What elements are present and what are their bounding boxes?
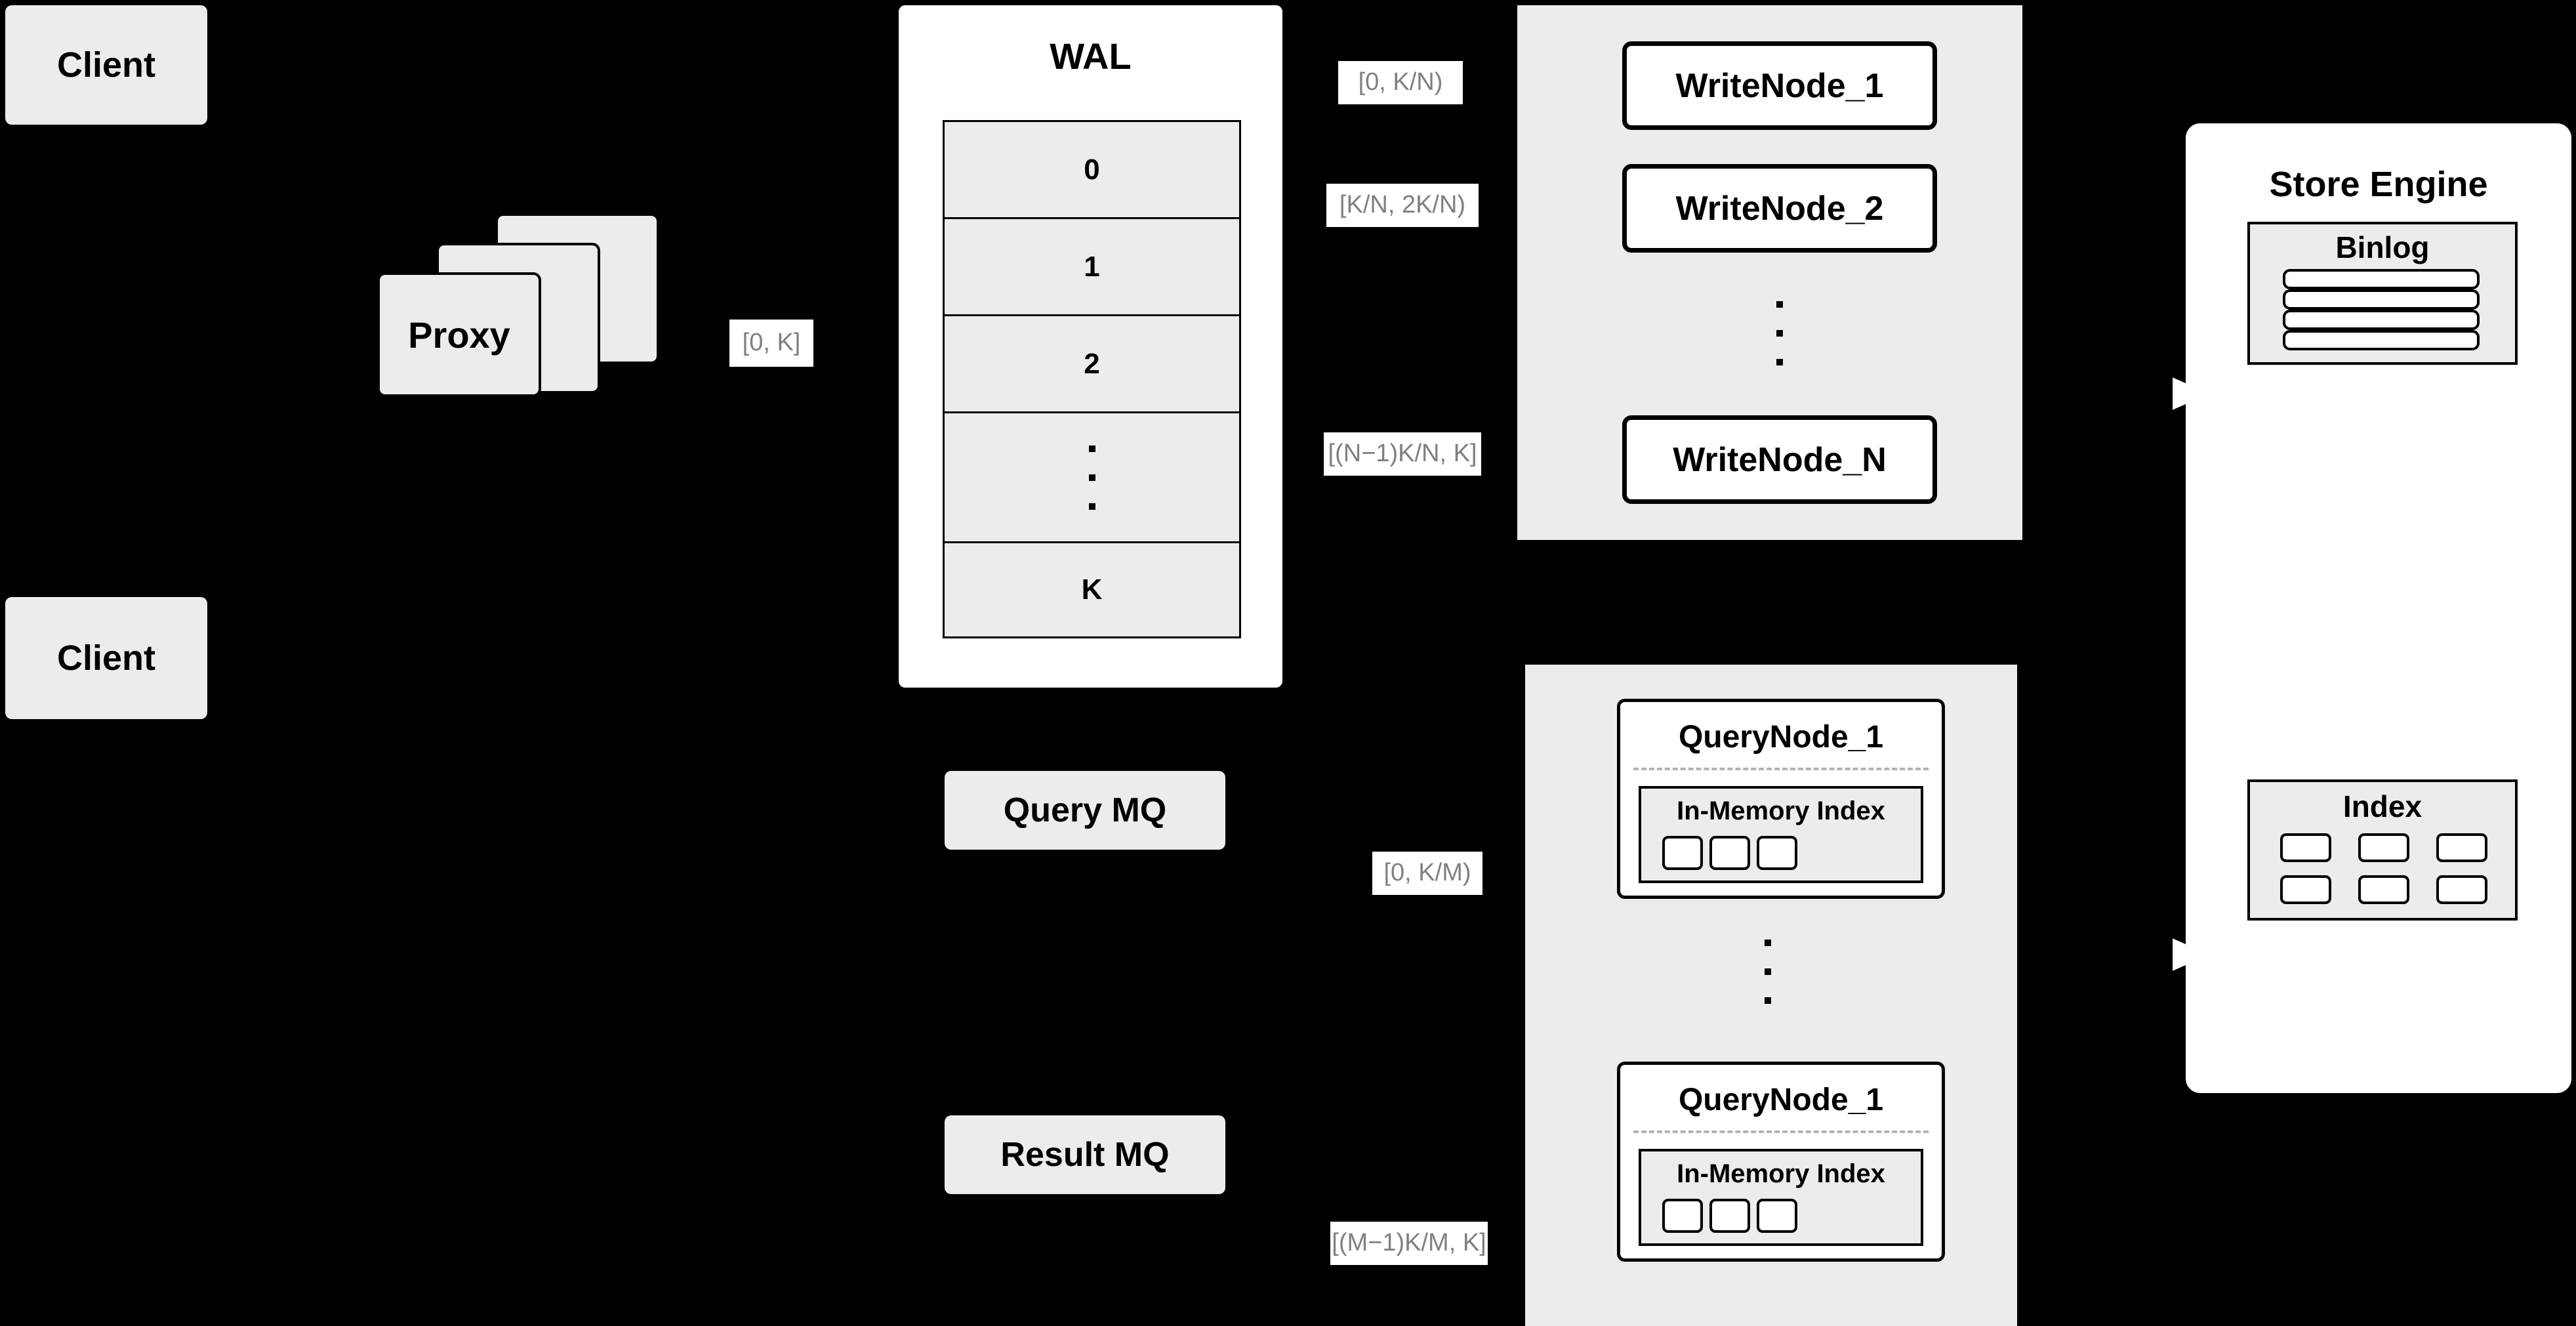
wal-row: 2 <box>945 316 1239 413</box>
wal-panel: WAL 0 1 2 K <box>899 5 1282 688</box>
proxy-label: Proxy <box>408 314 510 356</box>
vertical-ellipsis-icon <box>1088 445 1095 510</box>
query-node-divider <box>1633 768 1929 770</box>
in-memory-index-box: In-Memory Index <box>1639 786 1923 883</box>
write-node-label: WriteNode_2 <box>1675 189 1884 228</box>
wal-row-list: 0 1 2 K <box>943 120 1241 638</box>
index-slot <box>1709 1199 1750 1233</box>
edge-label-mq-to-querynode-1: [0, K/M) <box>1372 852 1482 895</box>
write-cluster-vertical-ellipsis-icon <box>1747 281 1812 386</box>
query-node-divider <box>1633 1130 1929 1133</box>
client-label: Client <box>56 638 155 678</box>
index-slot <box>1662 836 1703 870</box>
write-node-label: WriteNode_1 <box>1675 66 1884 105</box>
binlog-row <box>2283 330 2480 350</box>
query-node-m[interactable]: QueryNode_1 In-Memory Index <box>1617 1062 1945 1262</box>
proxy-stack[interactable]: Proxy <box>377 213 672 430</box>
store-engine-title: Store Engine <box>2269 165 2488 204</box>
in-memory-index-title: In-Memory Index <box>1677 1159 1885 1188</box>
store-engine-panel: Store Engine Binlog Index <box>2186 123 2571 1093</box>
write-node-1[interactable]: WriteNode_1 <box>1622 41 1937 130</box>
binlog-row <box>2283 269 2480 289</box>
index-slot <box>1757 1199 1797 1233</box>
write-node-cluster-panel: WriteNode_1 WriteNode_2 WriteNode_N <box>1517 5 2022 540</box>
binlog-row <box>2283 289 2480 310</box>
query-mq-label: Query MQ <box>1003 791 1167 829</box>
result-mq-label: Result MQ <box>1000 1136 1170 1174</box>
edge-label-proxy-to-wal: [0, K] <box>729 320 813 367</box>
wal-title: WAL <box>1050 35 1132 77</box>
write-node-n[interactable]: WriteNode_N <box>1622 415 1937 504</box>
query-node-title: QueryNode_1 <box>1678 720 1884 755</box>
write-node-2[interactable]: WriteNode_2 <box>1622 164 1937 253</box>
query-mq-box[interactable]: Query MQ <box>945 771 1225 850</box>
query-node-title: QueryNode_1 <box>1678 1083 1884 1117</box>
edge-label-wal-to-writenode-1: [0, K/N) <box>1338 61 1463 104</box>
store-index-cell <box>2358 833 2409 862</box>
wal-row: 0 <box>945 122 1239 219</box>
in-memory-index-box: In-Memory Index <box>1639 1149 1923 1246</box>
wal-row: K <box>945 543 1239 636</box>
store-index-title: Index <box>2342 789 2423 823</box>
binlog-title: Binlog <box>2335 230 2430 264</box>
client-box-bottom[interactable]: Client <box>5 597 207 719</box>
in-memory-index-title: In-Memory Index <box>1677 797 1885 825</box>
wal-row-ellipsis <box>945 413 1239 543</box>
edge-label-wal-to-writenode-n: [(N−1)K/N, K] <box>1324 432 1481 476</box>
store-index-panel: Index <box>2247 779 2518 921</box>
store-index-cell <box>2436 875 2487 904</box>
query-cluster-vertical-ellipsis-icon <box>1735 919 1801 1024</box>
wal-row: 1 <box>945 219 1239 316</box>
client-label: Client <box>56 45 155 85</box>
store-index-cell <box>2436 833 2487 862</box>
binlog-panel: Binlog <box>2247 222 2518 365</box>
edge-label-mq-to-querynode-m: [(M−1)K/M, K] <box>1330 1222 1488 1265</box>
index-slot <box>1662 1199 1703 1233</box>
client-box-top[interactable]: Client <box>5 5 207 125</box>
binlog-row <box>2283 310 2480 330</box>
store-index-cell <box>2358 875 2409 904</box>
store-index-cell <box>2280 833 2331 862</box>
edge-label-wal-to-writenode-2: [K/N, 2K/N) <box>1326 184 1479 227</box>
write-node-label: WriteNode_N <box>1673 440 1887 479</box>
index-slot <box>1757 836 1797 870</box>
store-index-cell <box>2280 875 2331 904</box>
query-node-1[interactable]: QueryNode_1 In-Memory Index <box>1617 699 1945 899</box>
index-slot <box>1709 836 1750 870</box>
query-node-cluster-panel: QueryNode_1 In-Memory Index QueryNode_1 … <box>1525 665 2017 1326</box>
result-mq-box[interactable]: Result MQ <box>945 1115 1225 1194</box>
proxy-front-card[interactable]: Proxy <box>377 272 541 397</box>
